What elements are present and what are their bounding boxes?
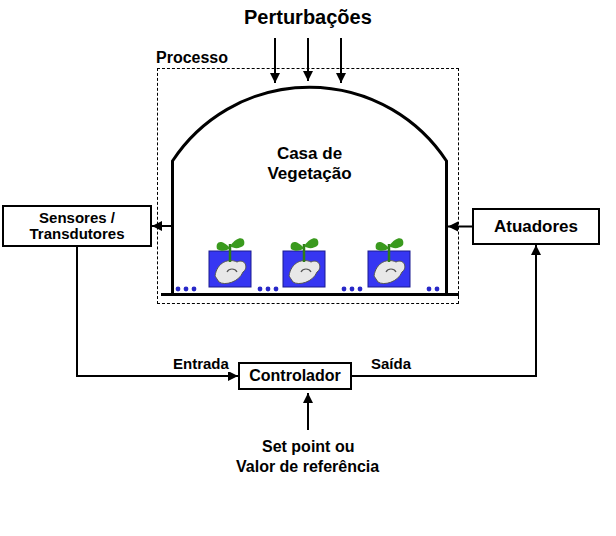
- node-text: Processo: [156, 49, 228, 67]
- plant-pot: [209, 238, 251, 287]
- greenhouse-shape: Casa de Vegetação: [171, 86, 448, 296]
- disturbance-arrow: [307, 38, 309, 81]
- signal-connector: [152, 225, 171, 227]
- drip-dot: [258, 287, 263, 292]
- signal-label: Saída: [370, 355, 412, 372]
- signal-connector: [448, 226, 472, 228]
- node-text: Sensores / Transdutores: [9, 210, 145, 242]
- drip-dot: [350, 287, 355, 292]
- sensor-box: Sensores / Transdutores: [2, 205, 152, 247]
- plant-pot: [283, 238, 325, 287]
- disturbance-arrow: [340, 38, 342, 83]
- drip-dot: [184, 287, 189, 292]
- process-region: ProcessoCasa de Vegetação: [157, 68, 459, 304]
- controller-box: Controlador: [238, 362, 352, 390]
- signal-label: Entrada: [172, 355, 230, 372]
- disturbance-label: Perturbações: [244, 6, 372, 29]
- actuator-box: Atuadores: [472, 208, 600, 245]
- drip-dot: [192, 287, 197, 292]
- plant-pot: [368, 238, 410, 287]
- setpoint-arrow: [307, 393, 309, 430]
- greenhouse-floor: [161, 293, 459, 296]
- drip-dot: [266, 287, 271, 292]
- disturbance-arrow: [274, 38, 276, 83]
- drip-dot: [274, 287, 279, 292]
- setpoint-label: Set point ou: [262, 438, 354, 456]
- greenhouse-drawing: [171, 86, 448, 296]
- drip-dot: [435, 287, 440, 292]
- node-text: Controlador: [249, 368, 341, 385]
- node-text: Atuadores: [494, 218, 578, 236]
- node-text: Casa de Vegetação: [254, 144, 366, 183]
- drip-dot: [342, 287, 347, 292]
- drip-dot: [176, 287, 181, 292]
- setpoint-label: Valor de referência: [236, 458, 379, 476]
- drip-dot: [358, 287, 363, 292]
- drip-dot: [427, 287, 432, 292]
- greenhouse-outline: [173, 87, 447, 296]
